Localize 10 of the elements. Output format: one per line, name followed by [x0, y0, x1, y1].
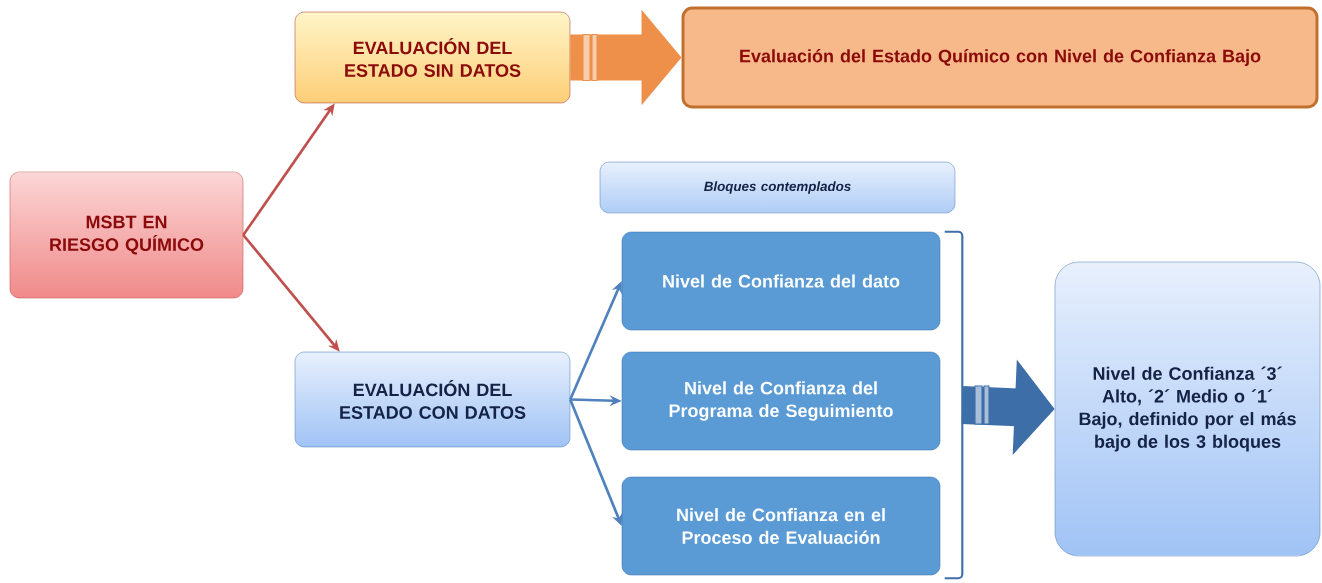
block-box: Nivel de Confianza del Programa de Seguimiento: [621, 351, 941, 451]
bracket: [944, 230, 964, 580]
process-box: Nivel de Confianza ´3´ Alto, ´2´ Medio o ´1´ Bajo, definido por el más bajo de los 3 bloques: [1054, 261, 1321, 557]
block-box: Nivel de Confianza del dato: [621, 231, 941, 331]
block-box: Nivel de Confianza en el Proceso de Evaluación: [621, 476, 941, 576]
process-box: EVALUACIÓN DEL ESTADO SIN DATOS: [294, 11, 571, 104]
process-box: MSBT EN RIESGO QUÍMICO: [9, 171, 244, 299]
process-box: EVALUACIÓN DEL ESTADO CON DATOS: [294, 351, 571, 448]
heading-box: Bloques contemplados: [599, 161, 956, 214]
result-box: Evaluación del Estado Químico con Nivel de Confianza Bajo: [681, 6, 1319, 109]
